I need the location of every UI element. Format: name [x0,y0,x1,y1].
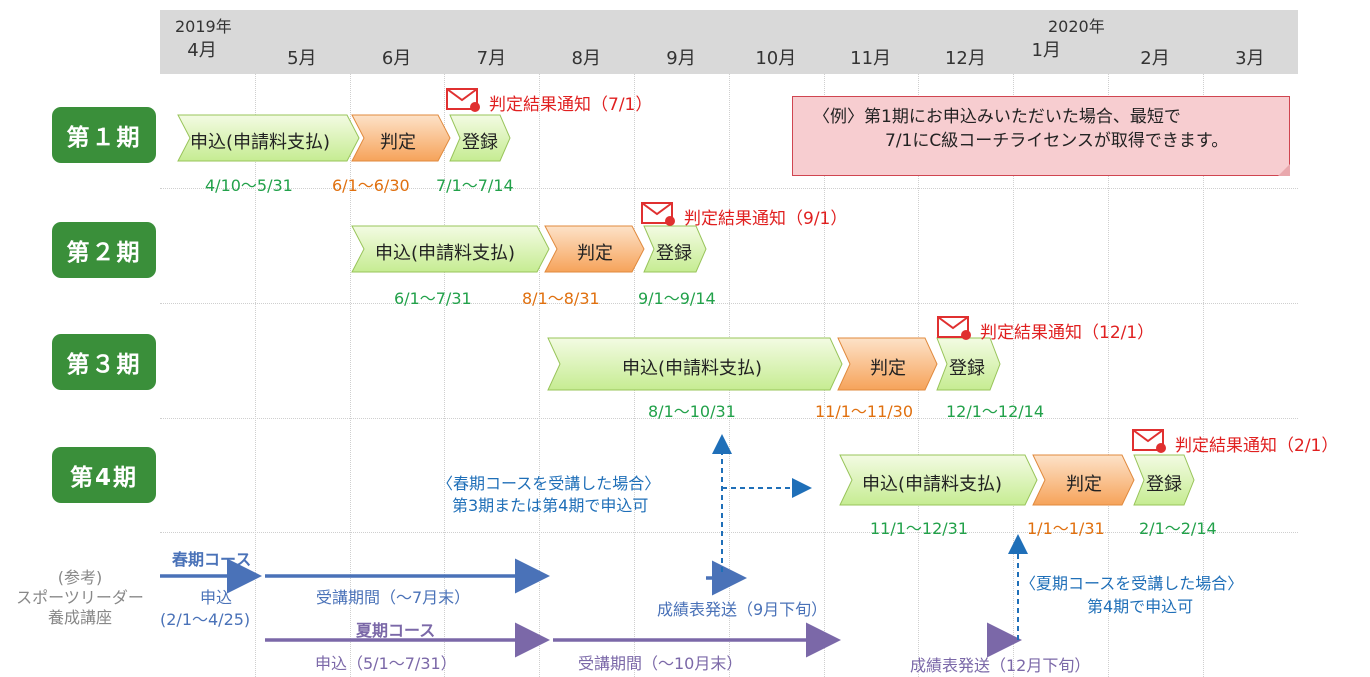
p3-notice: 判定結果通知（12/1） [980,323,1155,343]
period-1-chevrons [177,114,511,162]
summer-report: 成績表発送（12月下旬） [910,656,1091,675]
period-badge-4: 第4期 [52,447,156,503]
reference-label: (参考) スポーツリーダー 養成講座 [0,568,160,628]
grid-vline [1108,74,1109,677]
month-label: 3月 [1235,48,1265,69]
month-label: 9月 [666,48,696,69]
p4-judge-label: 判定 [1066,474,1102,495]
p1-register-dates: 7/1～7/14 [436,176,514,195]
spring-arrows [160,558,747,596]
p3-apply-label: 申込(申請料支払) [622,358,763,379]
spring-course-title: 春期コース [172,550,252,569]
period-4-chevrons [839,454,1195,506]
p4-apply-dates: 11/1～12/31 [870,519,969,538]
reference-line3: 養成講座 [47,608,112,627]
p3-judge-dates: 11/1～11/30 [815,402,914,421]
p2-register-label: 登録 [656,243,692,264]
p1-apply-label: 申込(申請料支払) [190,132,331,153]
p2-apply-label: 申込(申請料支払) [375,243,516,264]
p3-register-dates: 12/1～12/14 [946,402,1045,421]
example-note-line2: 7/1にC級コーチライセンスが取得できます。 [885,131,1229,151]
summer-case-line2: 第4期で申込可 [1087,597,1194,616]
p1-judge-dates: 6/1～6/30 [332,176,410,195]
month-label: 10月 [755,48,797,69]
month-label: 5月 [287,48,317,69]
year-label-2019: 2019年 [175,17,232,36]
spring-case-line2: 第3期または第4期で申込可 [452,496,649,515]
grid-vline [444,74,446,677]
p3-register-label: 登録 [949,358,985,379]
p2-judge-dates: 8/1～8/31 [522,289,600,308]
period-badge-2: 第２期 [52,222,156,278]
month-label: 7月 [476,48,507,69]
timeline-header [160,10,1298,74]
example-note-line1: 〈例〉第1期にお申込みいただいた場合、最短で [813,107,1181,127]
month-label: 1月 [1031,40,1061,61]
p2-judge-label: 判定 [577,243,613,264]
period-3-chevrons [547,337,1001,391]
grid-vline [539,74,541,677]
grid-hline [160,188,1298,189]
p4-judge-dates: 1/1～1/31 [1027,519,1105,538]
month-label: 12月 [944,48,986,69]
p3-judge-label: 判定 [870,358,906,379]
month-label: 8月 [571,48,601,69]
month-label: 6月 [381,48,412,69]
grid-vline [1013,74,1015,677]
spring-case-line1: 〈春期コースを受講した場合〉 [437,474,661,493]
month-label: 4月 [187,40,217,61]
note-fold [1278,164,1290,176]
p1-notice: 判定結果通知（7/1） [489,95,653,115]
grid-vline [254,74,256,677]
p4-register-dates: 2/1～2/14 [1139,519,1217,538]
grid-vline [349,74,351,677]
dashed-arrows [712,434,1028,640]
p3-apply-dates: 8/1～10/31 [648,402,736,421]
mail-icon [937,316,971,340]
example-note: 〈例〉第1期にお申込みいただいた場合、最短で 7/1にC級コーチライセンスが取得… [792,96,1290,176]
grid-vline [1202,74,1204,677]
p4-apply-label: 申込(申請料支払) [862,474,1003,495]
spring-period: 受講期間（～7月末） [316,588,471,607]
p2-apply-dates: 6/1～7/31 [394,289,472,308]
mail-icon [446,88,480,112]
p1-apply-dates: 4/10～5/31 [205,176,293,195]
reference-line1: (参考) [57,568,103,587]
summer-apply: 申込（5/1～7/31） [315,654,457,673]
mail-icon [641,202,675,226]
grid-hline [160,303,1298,304]
year-label-2020: 2020年 [1048,17,1105,36]
p4-register-label: 登録 [1146,474,1182,495]
spring-apply-dates: (2/1～4/25) [160,610,251,629]
period-badge-1: 第１期 [52,107,156,163]
p1-judge-label: 判定 [380,132,416,153]
summer-period: 受講期間（～10月末） [578,654,743,673]
reference-line2: スポーツリーダー [16,588,144,607]
spring-report: 成績表発送（9月下旬） [657,600,828,619]
summer-course-title: 夏期コース [356,621,436,640]
mail-icon [1132,429,1166,453]
month-label: 11月 [850,48,892,69]
p2-register-dates: 9/1～9/14 [638,289,716,308]
p2-notice: 判定結果通知（9/1） [684,209,848,229]
period-badge-3: 第３期 [52,334,156,390]
month-label: 2月 [1140,48,1170,69]
period-2-chevrons [351,225,707,273]
grid-hline [160,418,1298,419]
spring-apply-label: 申込 [200,588,233,607]
p4-notice: 判定結果通知（2/1） [1175,436,1339,456]
p1-register-label: 登録 [462,132,498,153]
grid-hline [160,532,1298,533]
summer-case-line1: 〈夏期コースを受講した場合〉 [1020,574,1244,593]
